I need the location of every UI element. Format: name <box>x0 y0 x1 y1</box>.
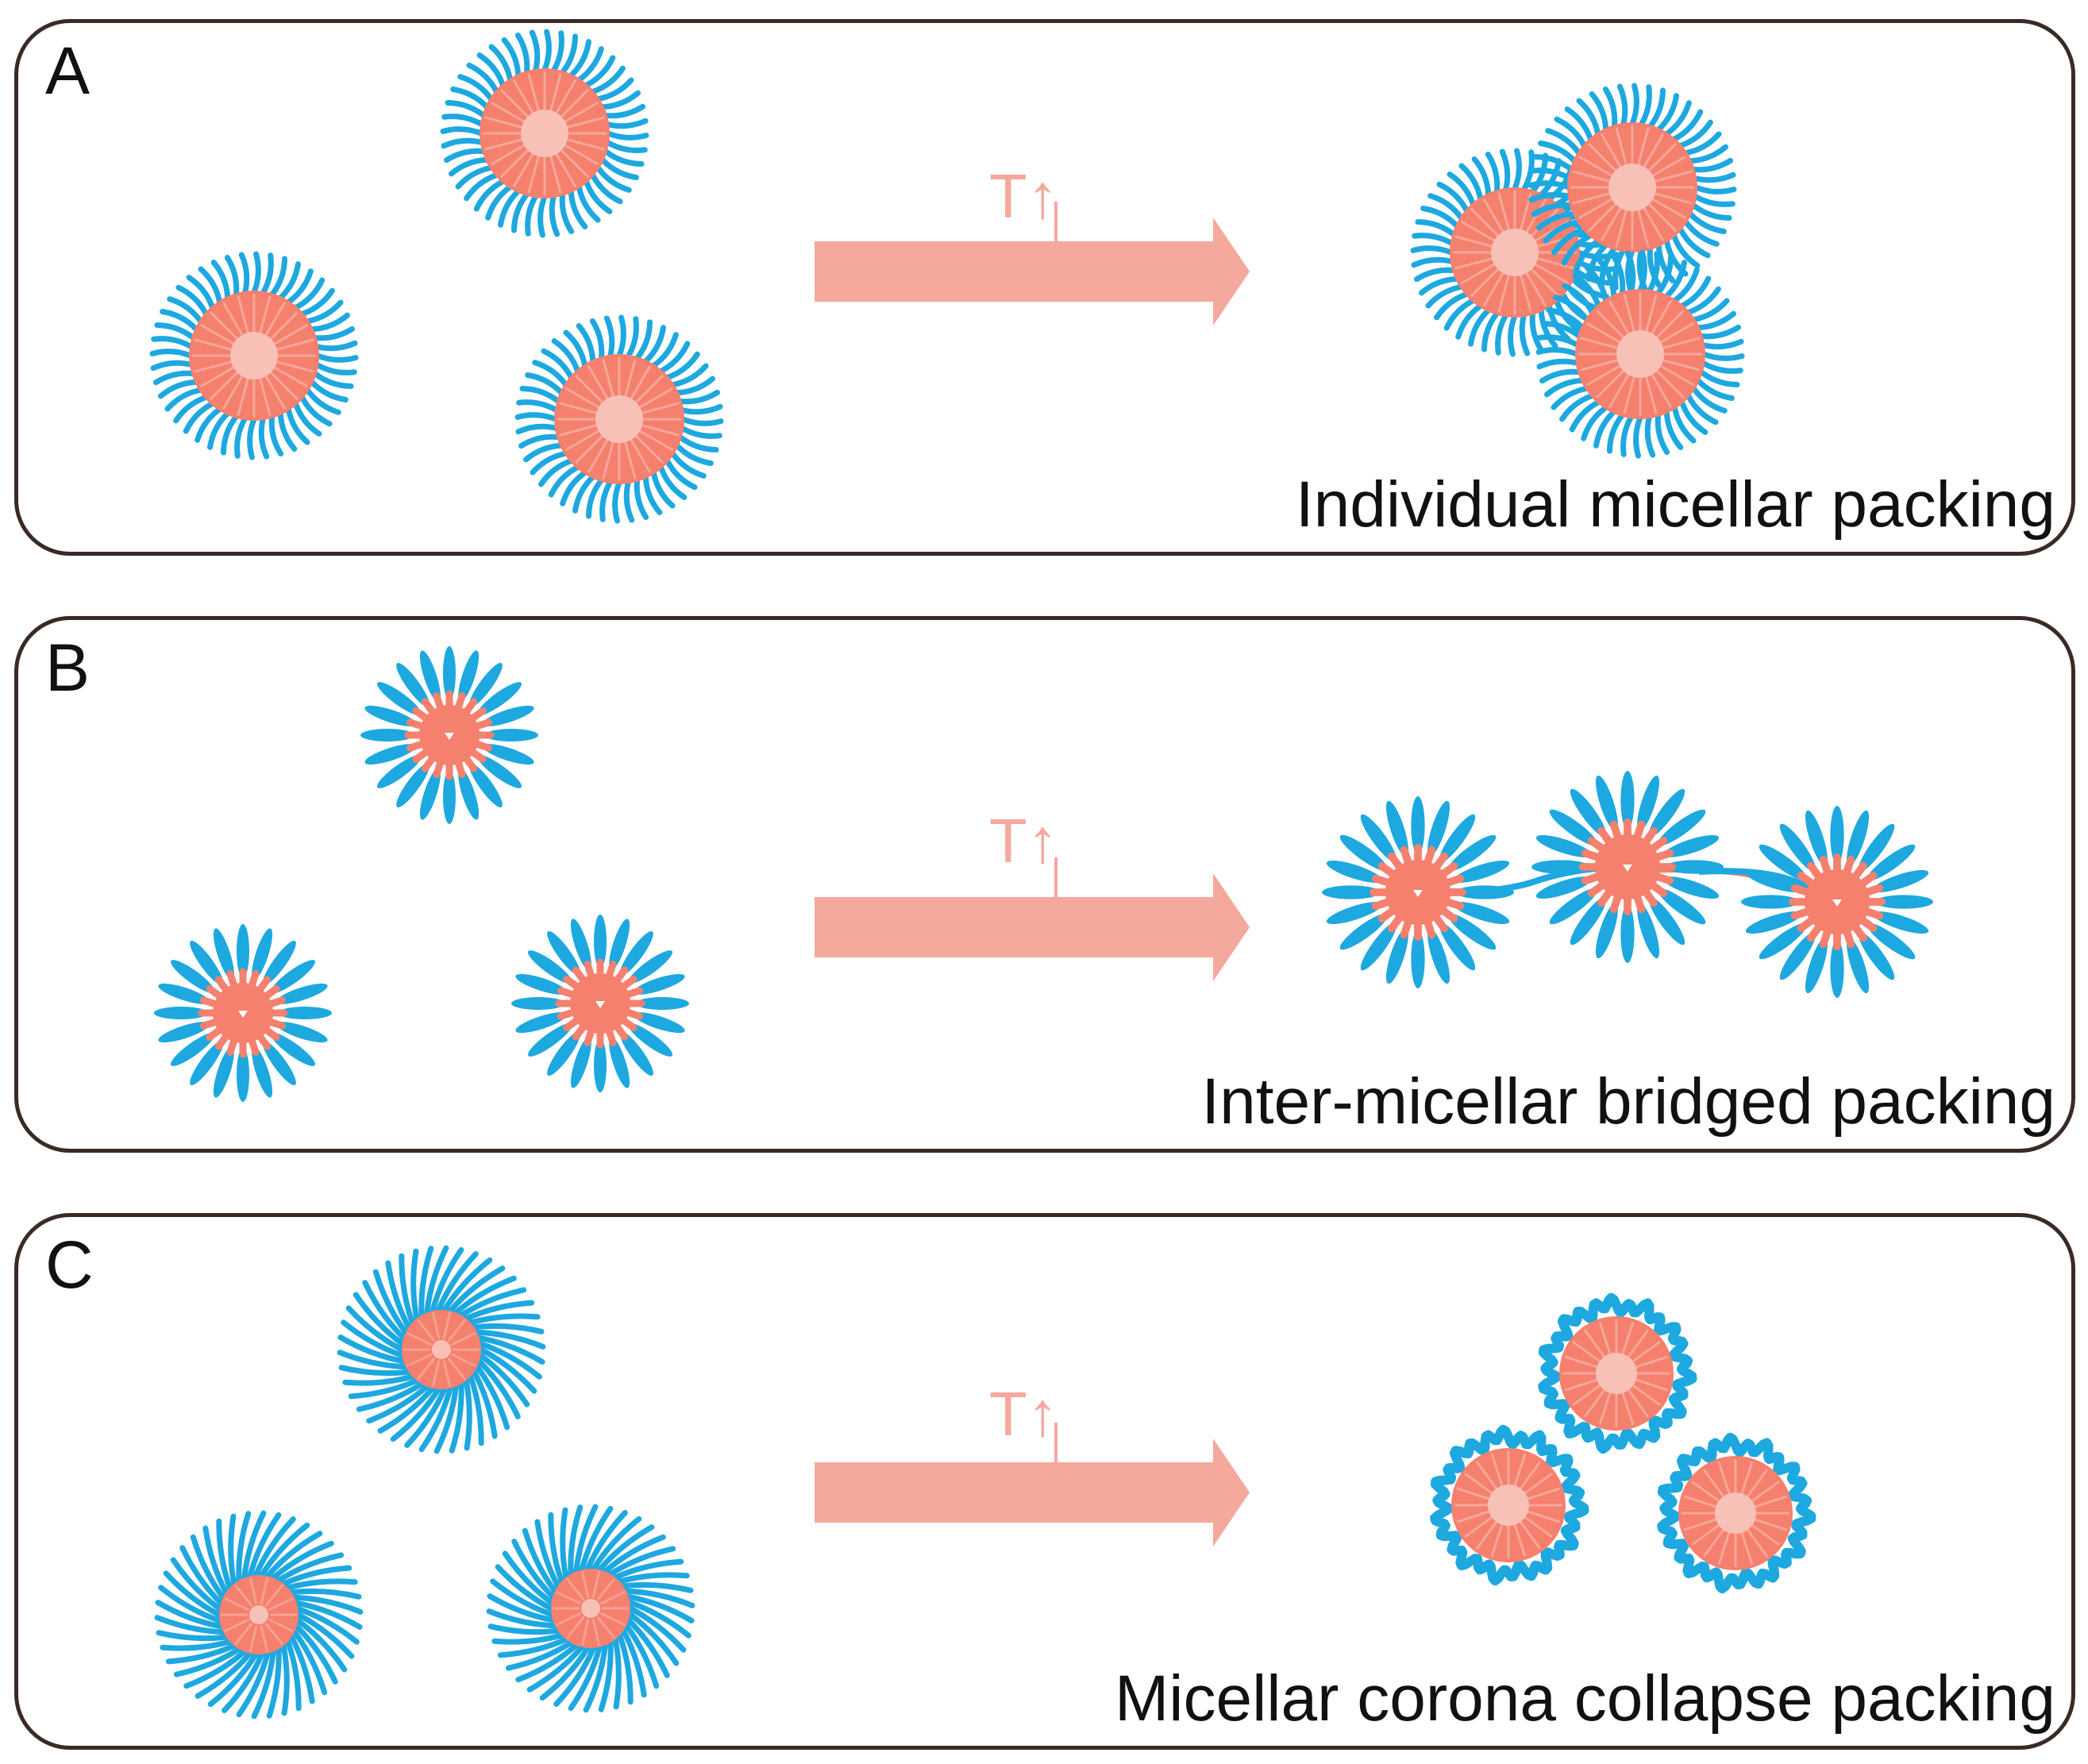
micelle <box>440 29 649 238</box>
micelle <box>1531 771 1724 963</box>
micelle <box>149 251 359 460</box>
micelle <box>360 646 538 824</box>
panel-letter: A <box>45 33 91 108</box>
panel-caption: Individual micellar packing <box>1295 468 2055 541</box>
panel-letter: B <box>45 630 91 705</box>
temperature-increase-label: T↑ <box>989 161 1058 231</box>
micelle <box>1527 83 1737 292</box>
micelle <box>154 924 332 1102</box>
micelle <box>1741 806 1933 998</box>
micelle <box>511 915 689 1092</box>
collapsed-micelle <box>1657 1432 1816 1594</box>
panel-b: B Inter-micellar bridged packing <box>14 616 2075 1153</box>
micelle <box>154 1510 364 1720</box>
collapsed-micelle <box>1430 1424 1589 1586</box>
temperature-increase-label: T↑ <box>989 806 1058 876</box>
micelle <box>486 1504 695 1713</box>
heating-arrow <box>815 1423 1250 1546</box>
micelle <box>1322 796 1514 988</box>
heating-arrow <box>815 202 1250 325</box>
collapsed-micelle <box>1538 1292 1697 1454</box>
temperature-increase-label: T↑ <box>989 1379 1058 1449</box>
micelle <box>514 314 724 524</box>
micelle <box>1535 249 1745 459</box>
micelle <box>337 1245 546 1454</box>
heating-arrow <box>815 857 1250 981</box>
panel-caption: Inter-micellar bridged packing <box>1201 1065 2055 1138</box>
panel-caption: Micellar corona collapse packing <box>1114 1662 2055 1735</box>
panel-letter: C <box>45 1227 94 1302</box>
